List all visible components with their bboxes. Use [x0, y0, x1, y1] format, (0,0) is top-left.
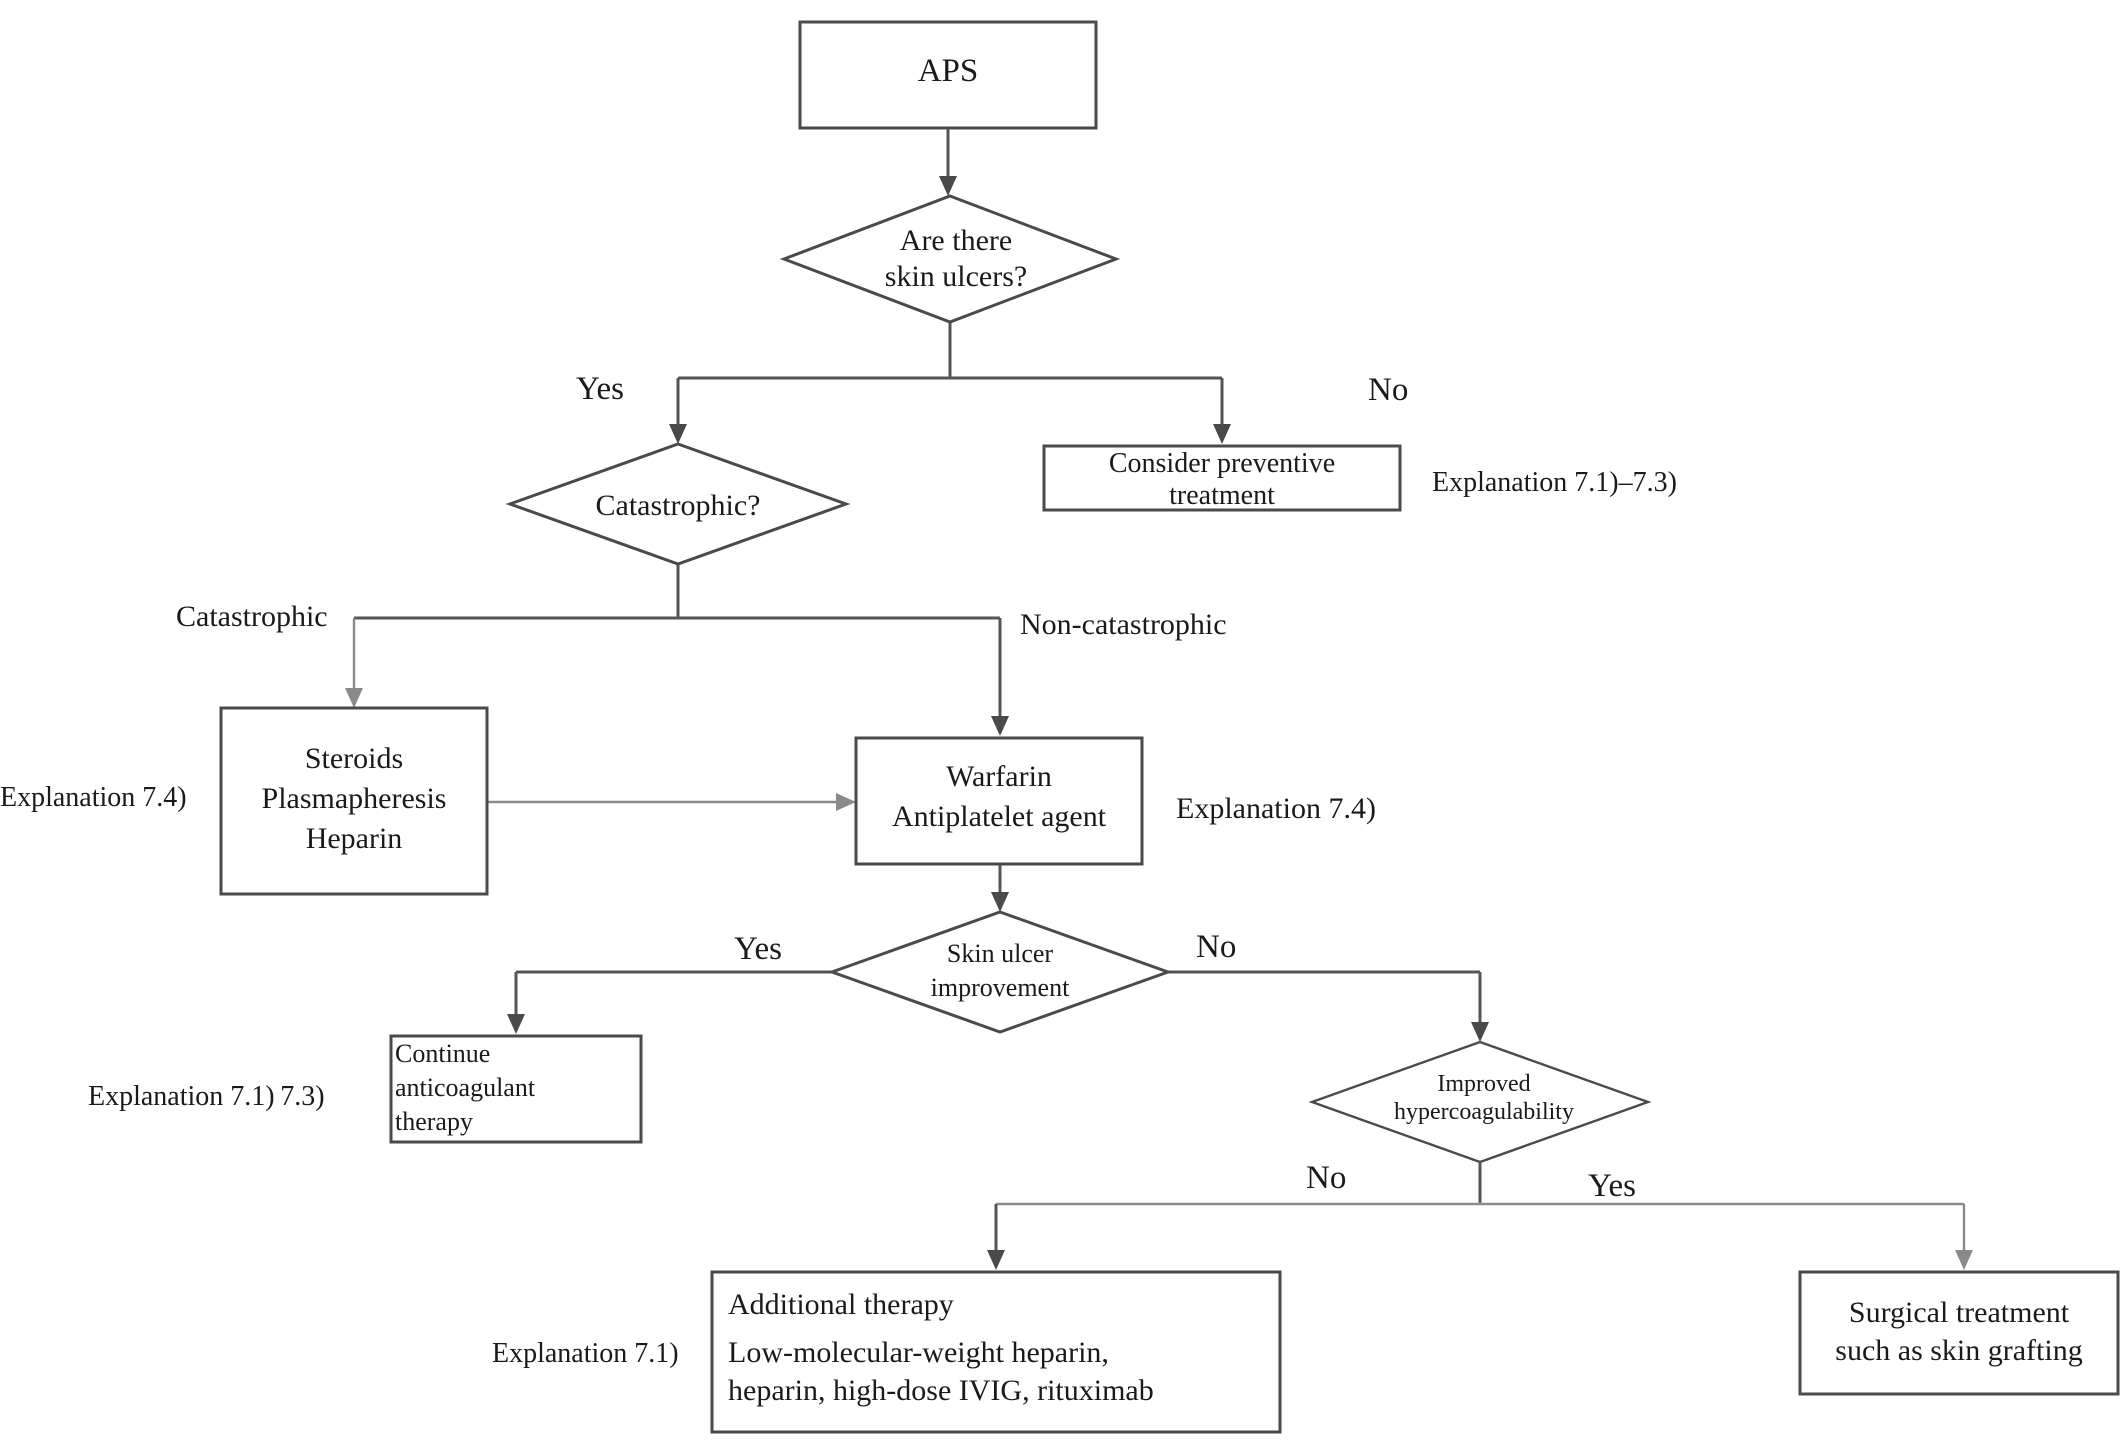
explanation-steroids: Explanation 7.4)	[0, 782, 187, 813]
label-ulcers-no: No	[1368, 372, 1408, 408]
arrowhead-improvement-no	[1471, 1022, 1489, 1042]
node-aps-label: APS	[918, 53, 979, 89]
node-surgical	[1798, 1270, 2120, 1396]
decision-improvement-line1: Skin ulcer	[947, 939, 1053, 968]
decision-skin-ulcers-line2: skin ulcers?	[885, 260, 1027, 293]
node-continue-line1: Continue	[395, 1039, 490, 1068]
arrowhead-aps	[939, 176, 957, 196]
label-hypercoag-no: No	[1306, 1160, 1346, 1196]
decision-hypercoagulability-line1: Improved	[1437, 1071, 1530, 1097]
label-improvement-yes: Yes	[734, 931, 782, 967]
node-steroids-line2: Plasmapheresis	[262, 782, 447, 815]
node-continue-line2: anticoagulant	[395, 1073, 536, 1102]
explanation-continue: Explanation 7.1) 7.3)	[88, 1081, 325, 1112]
node-warfarin-line1: Warfarin	[946, 760, 1052, 793]
arrowhead-hypercoag-no	[987, 1250, 1005, 1270]
explanation-additional: Explanation 7.1)	[492, 1338, 679, 1369]
explanation-preventive: Explanation 7.1)–7.3)	[1432, 467, 1677, 498]
decision-hypercoagulability	[1308, 1040, 1652, 1164]
node-additional-therapy	[710, 1270, 1282, 1434]
decision-hypercoagulability-line2: hypercoagulability	[1394, 1099, 1574, 1125]
node-continue	[389, 1034, 643, 1144]
arrowhead-hypercoag-yes	[1955, 1250, 1973, 1270]
decision-skin-ulcers	[779, 194, 1121, 324]
node-continue-line3: therapy	[395, 1107, 473, 1136]
decision-improvement-line2: improvement	[931, 973, 1070, 1002]
node-additional-line3: heparin, high-dose IVIG, rituximab	[728, 1374, 1154, 1407]
label-hypercoag-yes: Yes	[1588, 1168, 1636, 1204]
decision-improvement	[827, 910, 1173, 1034]
node-preventive-line2: treatment	[1169, 480, 1275, 511]
node-aps	[798, 20, 1098, 130]
arrowhead-steroids-to-warfarin	[836, 793, 856, 811]
node-preventive	[1042, 444, 1402, 512]
node-surgical-line2: such as skin grafting	[1835, 1334, 2082, 1367]
arrowhead-non-catastrophic	[991, 716, 1009, 736]
node-warfarin-line2: Antiplatelet agent	[892, 800, 1107, 833]
label-catastrophic: Catastrophic	[176, 600, 328, 633]
arrowhead-catastrophic	[345, 688, 363, 708]
label-non-catastrophic: Non-catastrophic	[1020, 608, 1227, 641]
decision-skin-ulcers-line1: Are there	[900, 224, 1012, 257]
arrowhead-ulcers-yes	[669, 424, 687, 444]
arrowhead-warfarin	[991, 892, 1009, 912]
node-steroids-line1: Steroids	[305, 742, 403, 775]
arrowhead-improvement-yes	[507, 1014, 525, 1034]
decision-catastrophic-label: Catastrophic?	[596, 489, 761, 522]
node-steroids	[219, 706, 489, 896]
label-improvement-no: No	[1196, 929, 1236, 965]
node-steroids-line3: Heparin	[306, 822, 403, 855]
explanation-warfarin: Explanation 7.4)	[1176, 792, 1376, 825]
label-ulcers-yes: Yes	[576, 371, 624, 407]
node-preventive-line1: Consider preventive	[1109, 448, 1335, 479]
node-surgical-line1: Surgical treatment	[1849, 1296, 2070, 1329]
decision-catastrophic	[505, 442, 851, 566]
arrowhead-ulcers-no	[1213, 424, 1231, 444]
node-warfarin	[854, 736, 1144, 866]
node-additional-line1: Additional therapy	[728, 1288, 954, 1321]
node-additional-line2: Low-molecular-weight heparin,	[728, 1336, 1109, 1369]
